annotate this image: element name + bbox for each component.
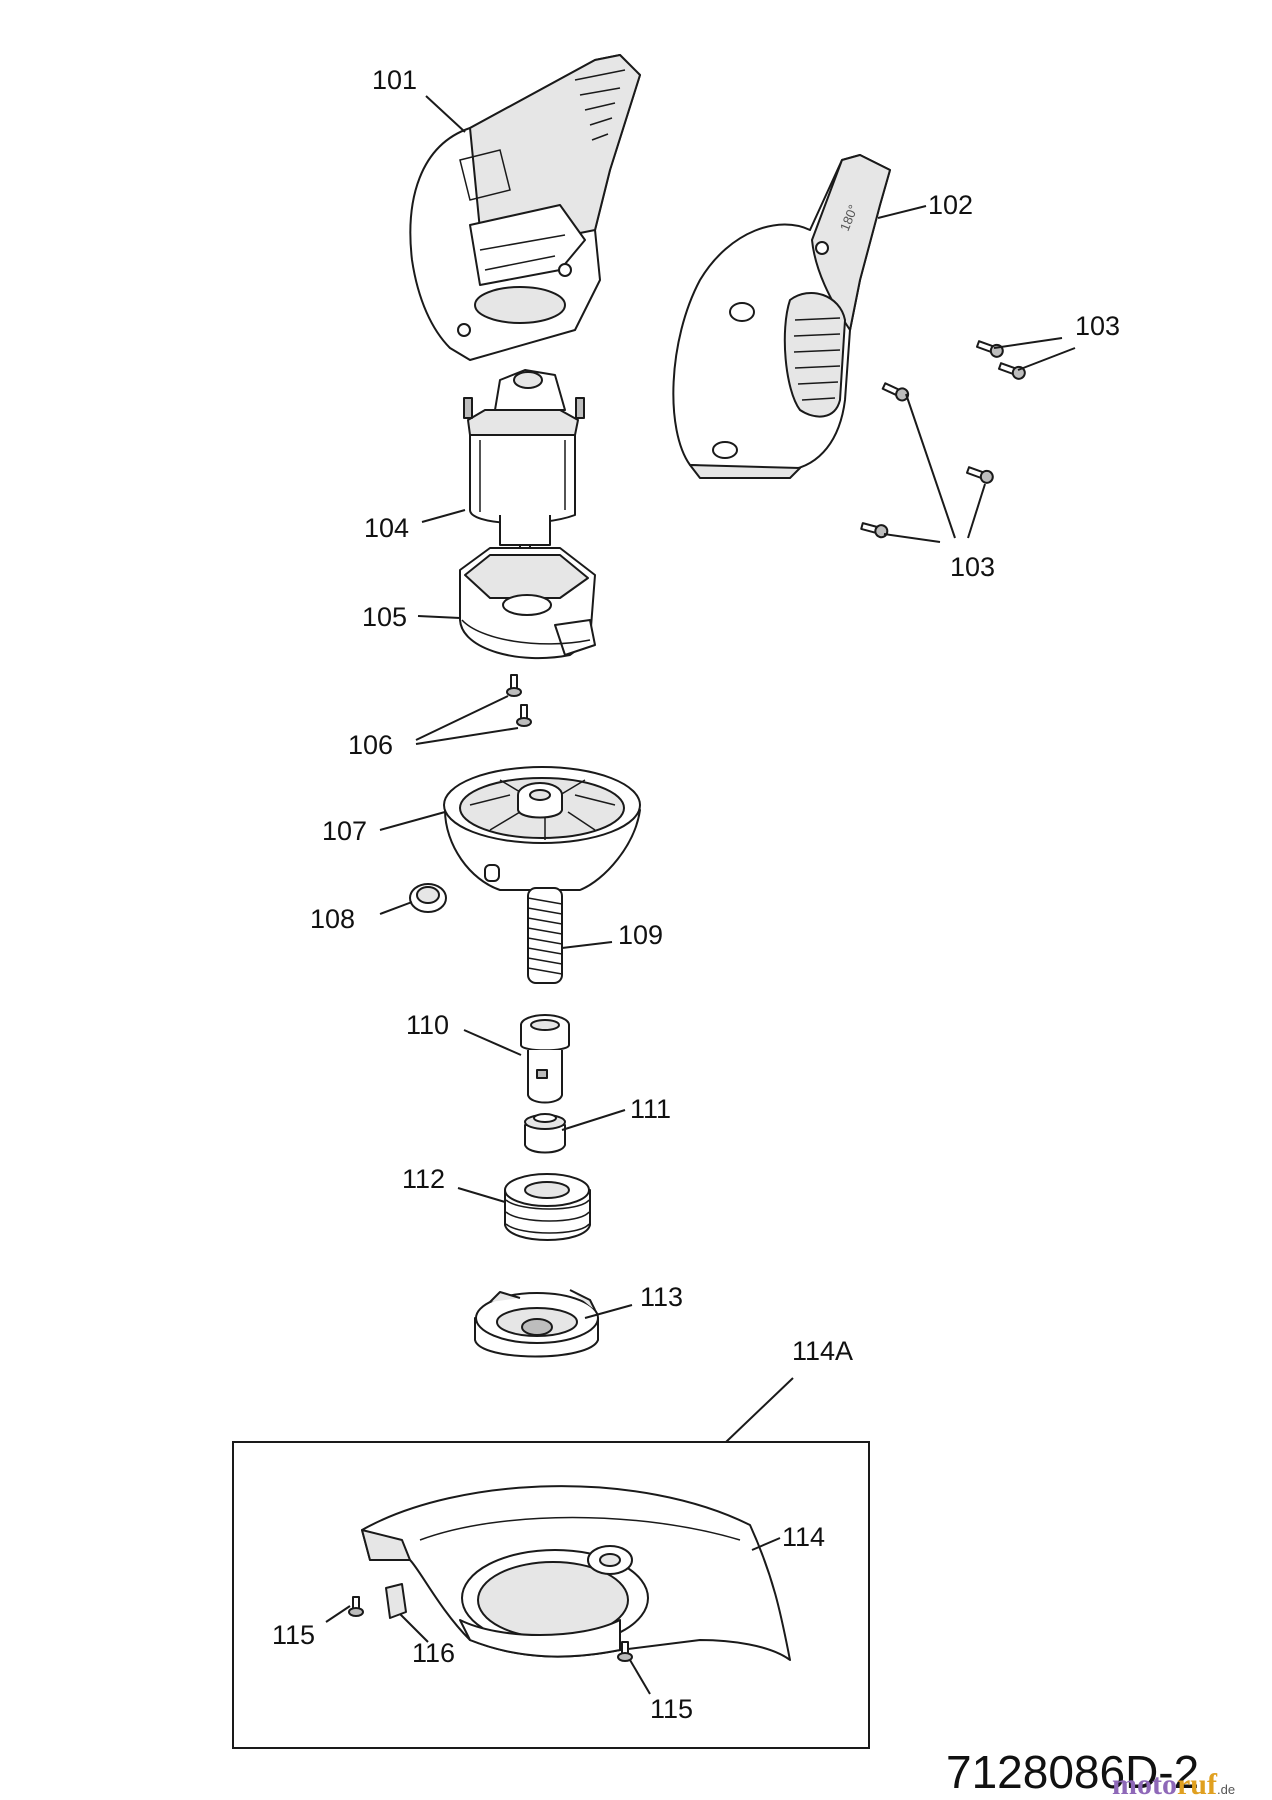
label-116: 116 (412, 1638, 455, 1668)
callout-labels: 101 102 103 103 104 105 106 107 108 109 … (272, 65, 1120, 1724)
label-115-right: 115 (650, 1694, 693, 1724)
label-103-upper: 103 (1075, 311, 1120, 341)
watermark-part-1: moto (1112, 1768, 1177, 1800)
label-104: 104 (364, 513, 409, 543)
label-105: 105 (362, 602, 407, 632)
leader-lines (325, 95, 1076, 1695)
label-109: 109 (618, 920, 663, 950)
label-115-left: 115 (272, 1620, 315, 1650)
assembly-114a-box (232, 1441, 870, 1749)
part-111-nut (524, 1113, 566, 1154)
watermark-logo: motoruf.de (1112, 1768, 1235, 1800)
label-108: 108 (310, 904, 355, 934)
watermark-part-2: ruf (1177, 1768, 1218, 1800)
label-106: 106 (348, 730, 393, 760)
part-116-label-plate (385, 1583, 407, 1619)
label-111: 111 (630, 1094, 671, 1124)
part-103-screws (860, 340, 1026, 539)
part-107-fan-housing (443, 766, 641, 891)
label-101: 101 (372, 65, 417, 95)
part-112-spool (504, 1173, 591, 1241)
part-114-guard (361, 1485, 791, 1661)
drawing-code: 7128086D-2 (946, 1746, 1199, 1798)
part-106-screws (506, 674, 532, 727)
part-108-cap (409, 883, 447, 913)
part-113-spool-cap (474, 1289, 599, 1358)
part-105-motor-base (459, 547, 596, 659)
part-101-rear-housing (409, 54, 641, 361)
watermark-part-3: .de (1217, 1782, 1235, 1797)
label-113: 113 (640, 1282, 683, 1312)
label-107: 107 (322, 816, 367, 846)
part-110-shaft-sleeve (520, 1014, 570, 1104)
part-115-screws (348, 1596, 633, 1662)
label-114a: 114A (792, 1336, 853, 1366)
part-104-motor (463, 369, 585, 576)
part-102-front-housing: 180° (672, 154, 891, 479)
label-103-lower: 103 (950, 552, 995, 582)
label-114: 114 (782, 1522, 825, 1552)
label-102: 102 (928, 190, 973, 220)
label-112: 112 (402, 1164, 445, 1194)
part-109-spring (527, 887, 563, 984)
label-110: 110 (406, 1010, 449, 1040)
watermark-text: motoruf.de (1112, 1768, 1235, 1800)
